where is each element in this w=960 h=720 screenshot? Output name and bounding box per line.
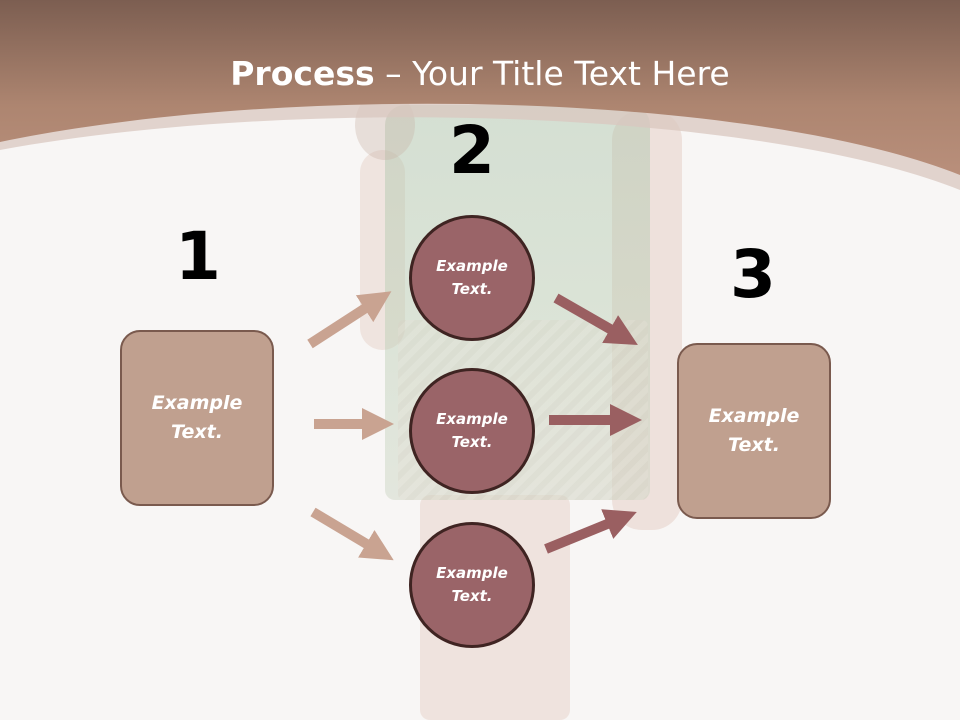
circle-3: Example Text. (409, 522, 535, 648)
circle-3-line2: Text. (451, 587, 493, 605)
circle-1: Example Text. (409, 215, 535, 341)
circle-2-text: Example Text. (422, 408, 522, 454)
arrow-to-circle-1 (307, 291, 392, 349)
circle-1-text: Example Text. (422, 255, 522, 301)
step-number-3: 3 (730, 236, 776, 313)
step-number-2: 2 (449, 112, 495, 189)
left-box-text: Example Text. (137, 389, 257, 447)
right-box-text: Example Text. (694, 402, 814, 460)
circle-2-line2: Text. (451, 433, 493, 451)
title-rest: – Your Title Text Here (374, 54, 730, 93)
title-bold: Process (230, 54, 375, 93)
header-band (0, 0, 960, 190)
arrow-from-circle-1 (553, 293, 638, 345)
arrow-from-circle-3 (544, 509, 637, 554)
right-box-line1: Example (708, 405, 800, 427)
header-fill (0, 0, 960, 175)
arrow-to-circle-3 (310, 507, 394, 561)
step-number-1: 1 (175, 218, 221, 295)
right-box: Example Text. (677, 343, 831, 519)
left-box-line1: Example (151, 392, 243, 414)
right-box-line2: Text. (728, 434, 780, 456)
circle-2: Example Text. (409, 368, 535, 494)
left-box: Example Text. (120, 330, 274, 506)
circle-2-line1: Example (436, 410, 508, 428)
circle-3-text: Example Text. (422, 562, 522, 608)
left-box-line2: Text. (171, 421, 223, 443)
circle-3-line1: Example (436, 564, 508, 582)
slide-title: Process – Your Title Text Here (0, 52, 960, 96)
circle-1-line2: Text. (451, 280, 493, 298)
circle-1-line1: Example (436, 257, 508, 275)
